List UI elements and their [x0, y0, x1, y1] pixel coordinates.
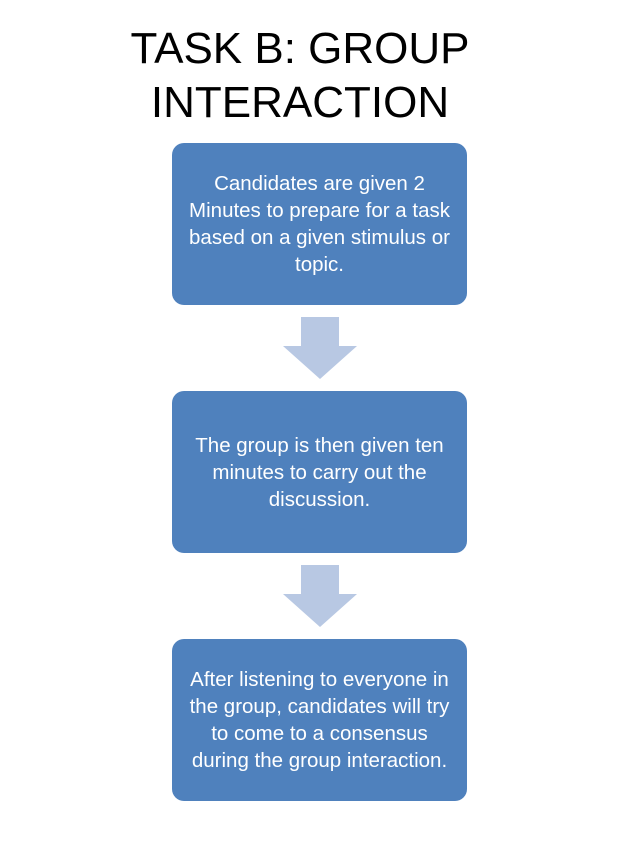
step-text-1: Candidates are given 2 Minutes to prepar…: [189, 172, 450, 276]
step-text-3: After listening to everyone in the group…: [189, 668, 450, 772]
title-line-2: INTERACTION: [150, 78, 450, 127]
step-box-3: After listening to everyone in the group…: [172, 639, 467, 801]
down-arrow-shape-1: [283, 317, 357, 379]
step-box-2: The group is then given ten minutes to c…: [172, 391, 467, 553]
page-title: TASK B: GROUP INTERACTION: [120, 22, 480, 130]
down-arrow-icon-1: [283, 317, 357, 379]
down-arrow-shape-2: [283, 565, 357, 627]
down-arrow-icon-2: [283, 565, 357, 627]
step-text-2: The group is then given ten minutes to c…: [195, 433, 444, 511]
title-line-1: TASK B: GROUP: [130, 24, 470, 73]
step-box-1: Candidates are given 2 Minutes to prepar…: [172, 143, 467, 305]
